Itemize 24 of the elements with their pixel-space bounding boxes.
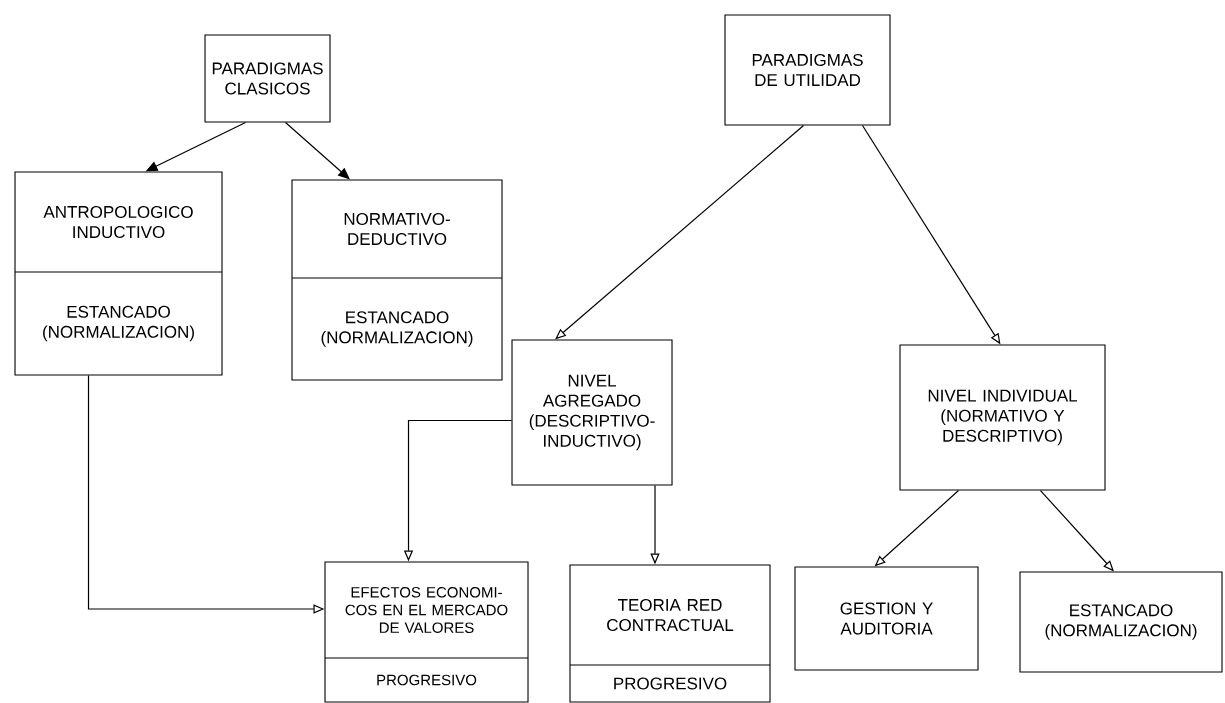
box-label: PROGRESIVO bbox=[377, 674, 477, 686]
box-label: TEORIA RED CONTRACTUAL bbox=[607, 598, 734, 632]
box-label: NORMATIVO-DEDUCTIVO bbox=[344, 212, 450, 246]
split-box bbox=[14, 171, 223, 376]
split-box bbox=[324, 561, 529, 703]
box-label: ANTROPOLOGICO INDUCTIVO bbox=[43, 205, 193, 239]
box-label: ESTANCADO (NORMALIZACION) bbox=[43, 305, 194, 342]
process-box bbox=[794, 566, 979, 671]
process-box bbox=[724, 14, 891, 126]
process-box bbox=[1019, 571, 1223, 673]
box-label: GESTION Y AUDITORIA bbox=[840, 602, 933, 635]
box-label: ESTANCADO (NORMALIZACION) bbox=[1045, 604, 1197, 640]
process-box bbox=[204, 34, 331, 123]
box-label: PARADIGMAS DE UTILIDAD bbox=[752, 53, 863, 87]
split-box bbox=[569, 564, 771, 703]
box-label: PROGRESIVO bbox=[614, 677, 727, 690]
split-box bbox=[291, 179, 503, 381]
box-label: ESTANCADO (NORMALIZACION) bbox=[321, 311, 473, 347]
box-label: NIVEL AGREGADO (DESCRIPTIVO-INDUCTIVO) bbox=[529, 374, 655, 451]
box-label: PARADIGMAS CLASICOS bbox=[212, 62, 323, 95]
process-box bbox=[511, 339, 673, 486]
box-label: NIVEL INDIVIDUAL (NORMATIVO Y DESCRIPTIVO) bbox=[928, 389, 1078, 446]
process-box bbox=[899, 344, 1106, 491]
box-label: EFECTOS ECONOMI-COS EN EL MERCADO DE VALORES bbox=[345, 587, 508, 633]
